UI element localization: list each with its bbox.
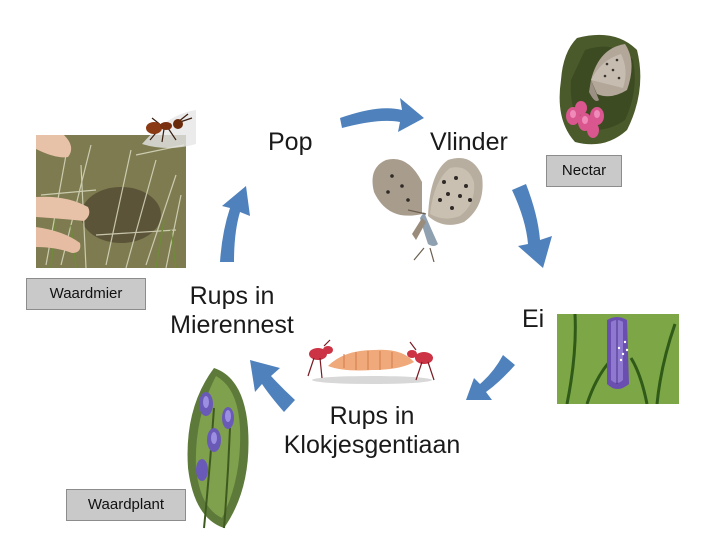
butterfly-icon <box>372 158 483 263</box>
stage-ei: Ei <box>522 305 545 333</box>
stage-vlinder: Vlinder <box>430 128 508 156</box>
stage-rups-in-klokjesgentiaan: Rups in Klokjesgentiaan <box>272 402 472 460</box>
gentian-flower-icon <box>557 314 679 404</box>
stage-rups-gentiaan-line1: Rups in <box>329 402 415 430</box>
ant-nest-ground-icon <box>36 135 186 268</box>
arrow-gentiaan-to-mierennest <box>250 360 295 412</box>
stage-pop: Pop <box>268 128 313 156</box>
gentian-plant-icon <box>187 368 249 529</box>
caterpillar-carried-by-ants-icon <box>307 339 435 384</box>
arrow-pop-to-vlinder <box>340 98 424 132</box>
arrow-ei-to-gentiaan <box>466 355 515 400</box>
arrow-vlinder-to-ei <box>512 184 552 268</box>
stage-rups-mierennest-line1: Rups in <box>189 282 275 310</box>
small-butterfly-icon <box>589 44 632 101</box>
tag-waardplant: Waardplant <box>66 489 186 521</box>
stage-rups-gentiaan-line2: Klokjesgentiaan <box>283 431 461 459</box>
stage-rups-mierennest-line2: Mierennest <box>170 311 294 339</box>
ant-icon <box>142 110 196 148</box>
stage-rups-in-mierennest: Rups in Mierennest <box>152 282 312 340</box>
tag-waardmier: Waardmier <box>26 278 146 310</box>
heather-flower-icon <box>559 34 641 145</box>
arrow-mierennest-to-pop <box>220 186 250 262</box>
tag-nectar: Nectar <box>546 155 622 187</box>
